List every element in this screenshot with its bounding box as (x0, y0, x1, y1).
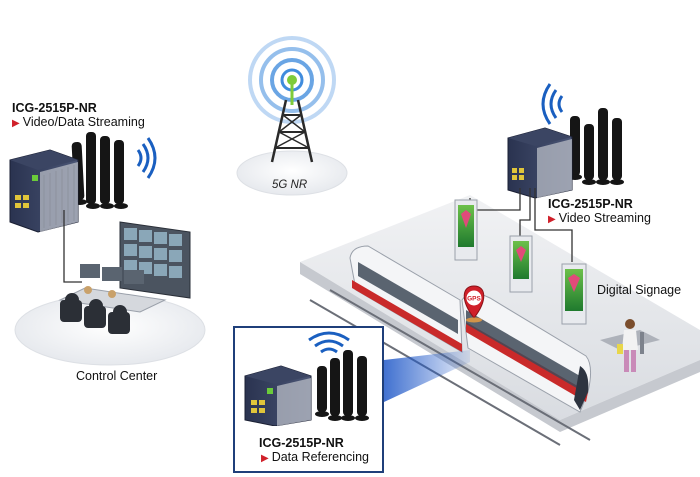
connection-line (63, 210, 82, 283)
inset-device-model: ICG-2515P-NR (259, 436, 344, 450)
bullet-triangle-icon: ▶ (261, 453, 269, 464)
signage-screen-2 (509, 235, 533, 293)
data-beam (384, 350, 470, 402)
bullet-triangle-icon: ▶ (12, 118, 20, 129)
passenger (617, 319, 638, 372)
left-device-model: ICG-2515P-NR (12, 101, 97, 115)
connection-line (519, 188, 531, 236)
tower-label: 5G NR (272, 179, 308, 191)
antenna-tower-icon (270, 84, 314, 163)
signage-screen-1 (454, 199, 478, 261)
antennas (568, 108, 624, 185)
tower-platform (236, 150, 348, 196)
wifi-icon (541, 83, 564, 125)
left-router-group (9, 132, 157, 283)
train (349, 245, 592, 413)
router-device (244, 365, 312, 426)
signage-label: Digital Signage (597, 283, 682, 297)
left-device-label: ICG-2515P-NR ▶Video/Data Streaming (12, 101, 145, 129)
tower-group (236, 36, 348, 196)
antennas (315, 350, 369, 421)
operator-desks (58, 264, 167, 334)
right-device-function: Video Streaming (558, 211, 651, 225)
signage-screens (454, 199, 587, 325)
router-device (507, 127, 573, 199)
right-router-group (507, 83, 624, 199)
video-wall (119, 221, 191, 299)
wifi-icon (308, 331, 350, 354)
inset-device-label: ICG-2515P-NR ▶Data Referencing (259, 436, 369, 464)
inset-scene (244, 331, 369, 426)
control-center-label: Control Center (76, 369, 158, 383)
left-device-function: Video/Data Streaming (22, 115, 145, 129)
signage-screen-3 (561, 263, 587, 325)
router-device (9, 149, 79, 233)
right-device-model: ICG-2515P-NR (548, 197, 633, 211)
right-device-label: ICG-2515P-NR ▶Video Streaming (548, 197, 651, 225)
bullet-triangle-icon: ▶ (548, 214, 556, 225)
control-center-group (14, 221, 206, 366)
wifi-icon (136, 137, 157, 179)
inset-device-function: Data Referencing (271, 450, 369, 464)
antennas (71, 132, 128, 209)
gps-pin-icon: GPS (463, 285, 485, 323)
connection-line (534, 188, 573, 262)
gps-label: GPS (467, 296, 481, 303)
tower-beacon (287, 75, 297, 85)
